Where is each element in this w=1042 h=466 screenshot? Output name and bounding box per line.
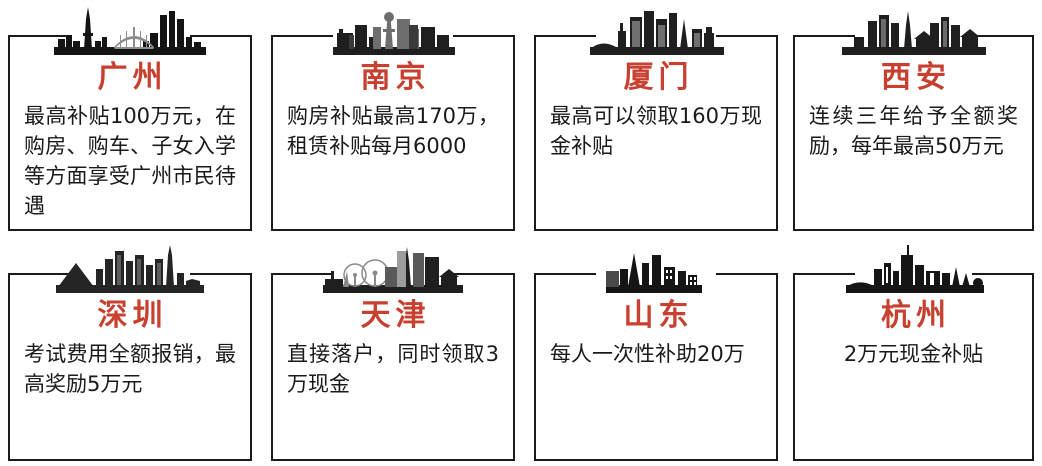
card-content: 广州最高补贴100万元，在购房、购车、子女入学等方面享受广州市民待遇 bbox=[8, 35, 252, 231]
city-card[interactable]: 南京购房补贴最高170万，租赁补贴每月6000 bbox=[271, 11, 515, 231]
card-border-b bbox=[8, 459, 252, 461]
card-border-t-right bbox=[453, 273, 515, 275]
city-name: 广州 bbox=[97, 60, 168, 95]
card-content: 厦门最高可以领取160万现金补贴 bbox=[534, 35, 778, 231]
city-name: 南京 bbox=[360, 60, 431, 95]
card-border-l bbox=[8, 273, 10, 461]
card-border-t-left bbox=[271, 273, 333, 275]
city-card[interactable]: 杭州 2万元现金补贴 bbox=[793, 245, 1034, 461]
card-border-t-left bbox=[793, 35, 855, 37]
card-border-t-left bbox=[793, 273, 855, 275]
city-card[interactable]: 天津直接落户，同时领取3万现金 bbox=[271, 247, 515, 461]
tianjin-skyline-icon bbox=[323, 247, 463, 293]
card-border-r bbox=[776, 35, 778, 231]
card-border-l bbox=[534, 35, 536, 231]
guangzhou-skyline-icon bbox=[54, 7, 206, 55]
card-border-t-right bbox=[716, 273, 778, 275]
card-border-t-right bbox=[716, 35, 778, 37]
city-subsidy-description: 最高可以领取160万现金补贴 bbox=[550, 104, 762, 158]
city-card[interactable]: 西安连续三年给予全额奖励，每年最高50万元 bbox=[793, 11, 1034, 231]
card-border-b bbox=[8, 229, 252, 231]
hangzhou-skyline-icon bbox=[845, 245, 984, 293]
card-content: 南京购房补贴最高170万，租赁补贴每月6000 bbox=[271, 35, 515, 231]
city-subsidy-description: 连续三年给予全额奖励，每年最高50万元 bbox=[809, 104, 1018, 158]
card-border-b bbox=[271, 459, 515, 461]
card-border-b bbox=[793, 229, 1034, 231]
city-subsidy-description: 购房补贴最高170万，租赁补贴每月6000 bbox=[287, 104, 499, 158]
card-border-l bbox=[793, 35, 795, 231]
card-border-r bbox=[1032, 273, 1034, 461]
card-content: 杭州 2万元现金补贴 bbox=[793, 273, 1034, 461]
card-border-r bbox=[1032, 35, 1034, 231]
card-border-r bbox=[250, 35, 252, 231]
card-border-l bbox=[793, 273, 795, 461]
card-border-r bbox=[513, 35, 515, 231]
card-border-r bbox=[250, 273, 252, 461]
card-border-t-right bbox=[453, 35, 515, 37]
card-border-r bbox=[513, 273, 515, 461]
card-border-b bbox=[793, 459, 1034, 461]
xiamen-skyline-icon bbox=[590, 11, 724, 55]
card-border-t-right bbox=[190, 273, 252, 275]
city-subsidy-description: 考试费用全额报销，最高奖励5万元 bbox=[24, 342, 236, 396]
city-subsidy-description: 直接落户，同时领取3万现金 bbox=[287, 342, 499, 396]
shandong-skyline-icon bbox=[606, 253, 702, 293]
city-card[interactable]: 厦门最高可以领取160万现金补贴 bbox=[534, 11, 778, 231]
shenzhen-skyline-icon bbox=[56, 245, 204, 293]
card-border-r bbox=[776, 273, 778, 461]
card-border-l bbox=[8, 35, 10, 231]
city-name: 山东 bbox=[623, 298, 694, 333]
card-content: 天津直接落户，同时领取3万现金 bbox=[271, 273, 515, 461]
card-border-l bbox=[271, 273, 273, 461]
nanjing-skyline-icon bbox=[333, 11, 455, 55]
city-subsidy-description: 2万元现金补贴 bbox=[843, 342, 984, 366]
card-border-t-left bbox=[8, 35, 70, 37]
card-content: 西安连续三年给予全额奖励，每年最高50万元 bbox=[793, 35, 1034, 231]
city-subsidy-description: 最高补贴100万元，在购房、购车、子女入学等方面享受广州市民待遇 bbox=[24, 104, 236, 218]
card-border-t-left bbox=[534, 35, 596, 37]
card-border-t-right bbox=[972, 273, 1034, 275]
city-card[interactable]: 深圳考试费用全额报销，最高奖励5万元 bbox=[8, 245, 252, 461]
city-card[interactable]: 山东每人一次性补助20万 bbox=[534, 253, 778, 461]
xian-skyline-icon bbox=[841, 11, 986, 55]
city-name: 杭州 bbox=[881, 298, 951, 333]
city-name: 厦门 bbox=[623, 60, 694, 95]
city-name: 西安 bbox=[881, 60, 951, 95]
card-border-t-right bbox=[972, 35, 1034, 37]
card-border-l bbox=[534, 273, 536, 461]
card-border-t-right bbox=[190, 35, 252, 37]
card-content: 深圳考试费用全额报销，最高奖励5万元 bbox=[8, 273, 252, 461]
city-name: 深圳 bbox=[97, 298, 168, 333]
card-border-b bbox=[534, 229, 778, 231]
card-border-t-left bbox=[271, 35, 333, 37]
card-border-t-left bbox=[534, 273, 596, 275]
card-border-b bbox=[271, 229, 515, 231]
city-card[interactable]: 广州最高补贴100万元，在购房、购车、子女入学等方面享受广州市民待遇 bbox=[8, 7, 252, 231]
city-subsidy-description: 每人一次性补助20万 bbox=[550, 342, 745, 366]
city-name: 天津 bbox=[360, 298, 431, 333]
card-border-t-left bbox=[8, 273, 70, 275]
card-border-b bbox=[534, 459, 778, 461]
card-border-l bbox=[271, 35, 273, 231]
card-content: 山东每人一次性补助20万 bbox=[534, 273, 778, 461]
